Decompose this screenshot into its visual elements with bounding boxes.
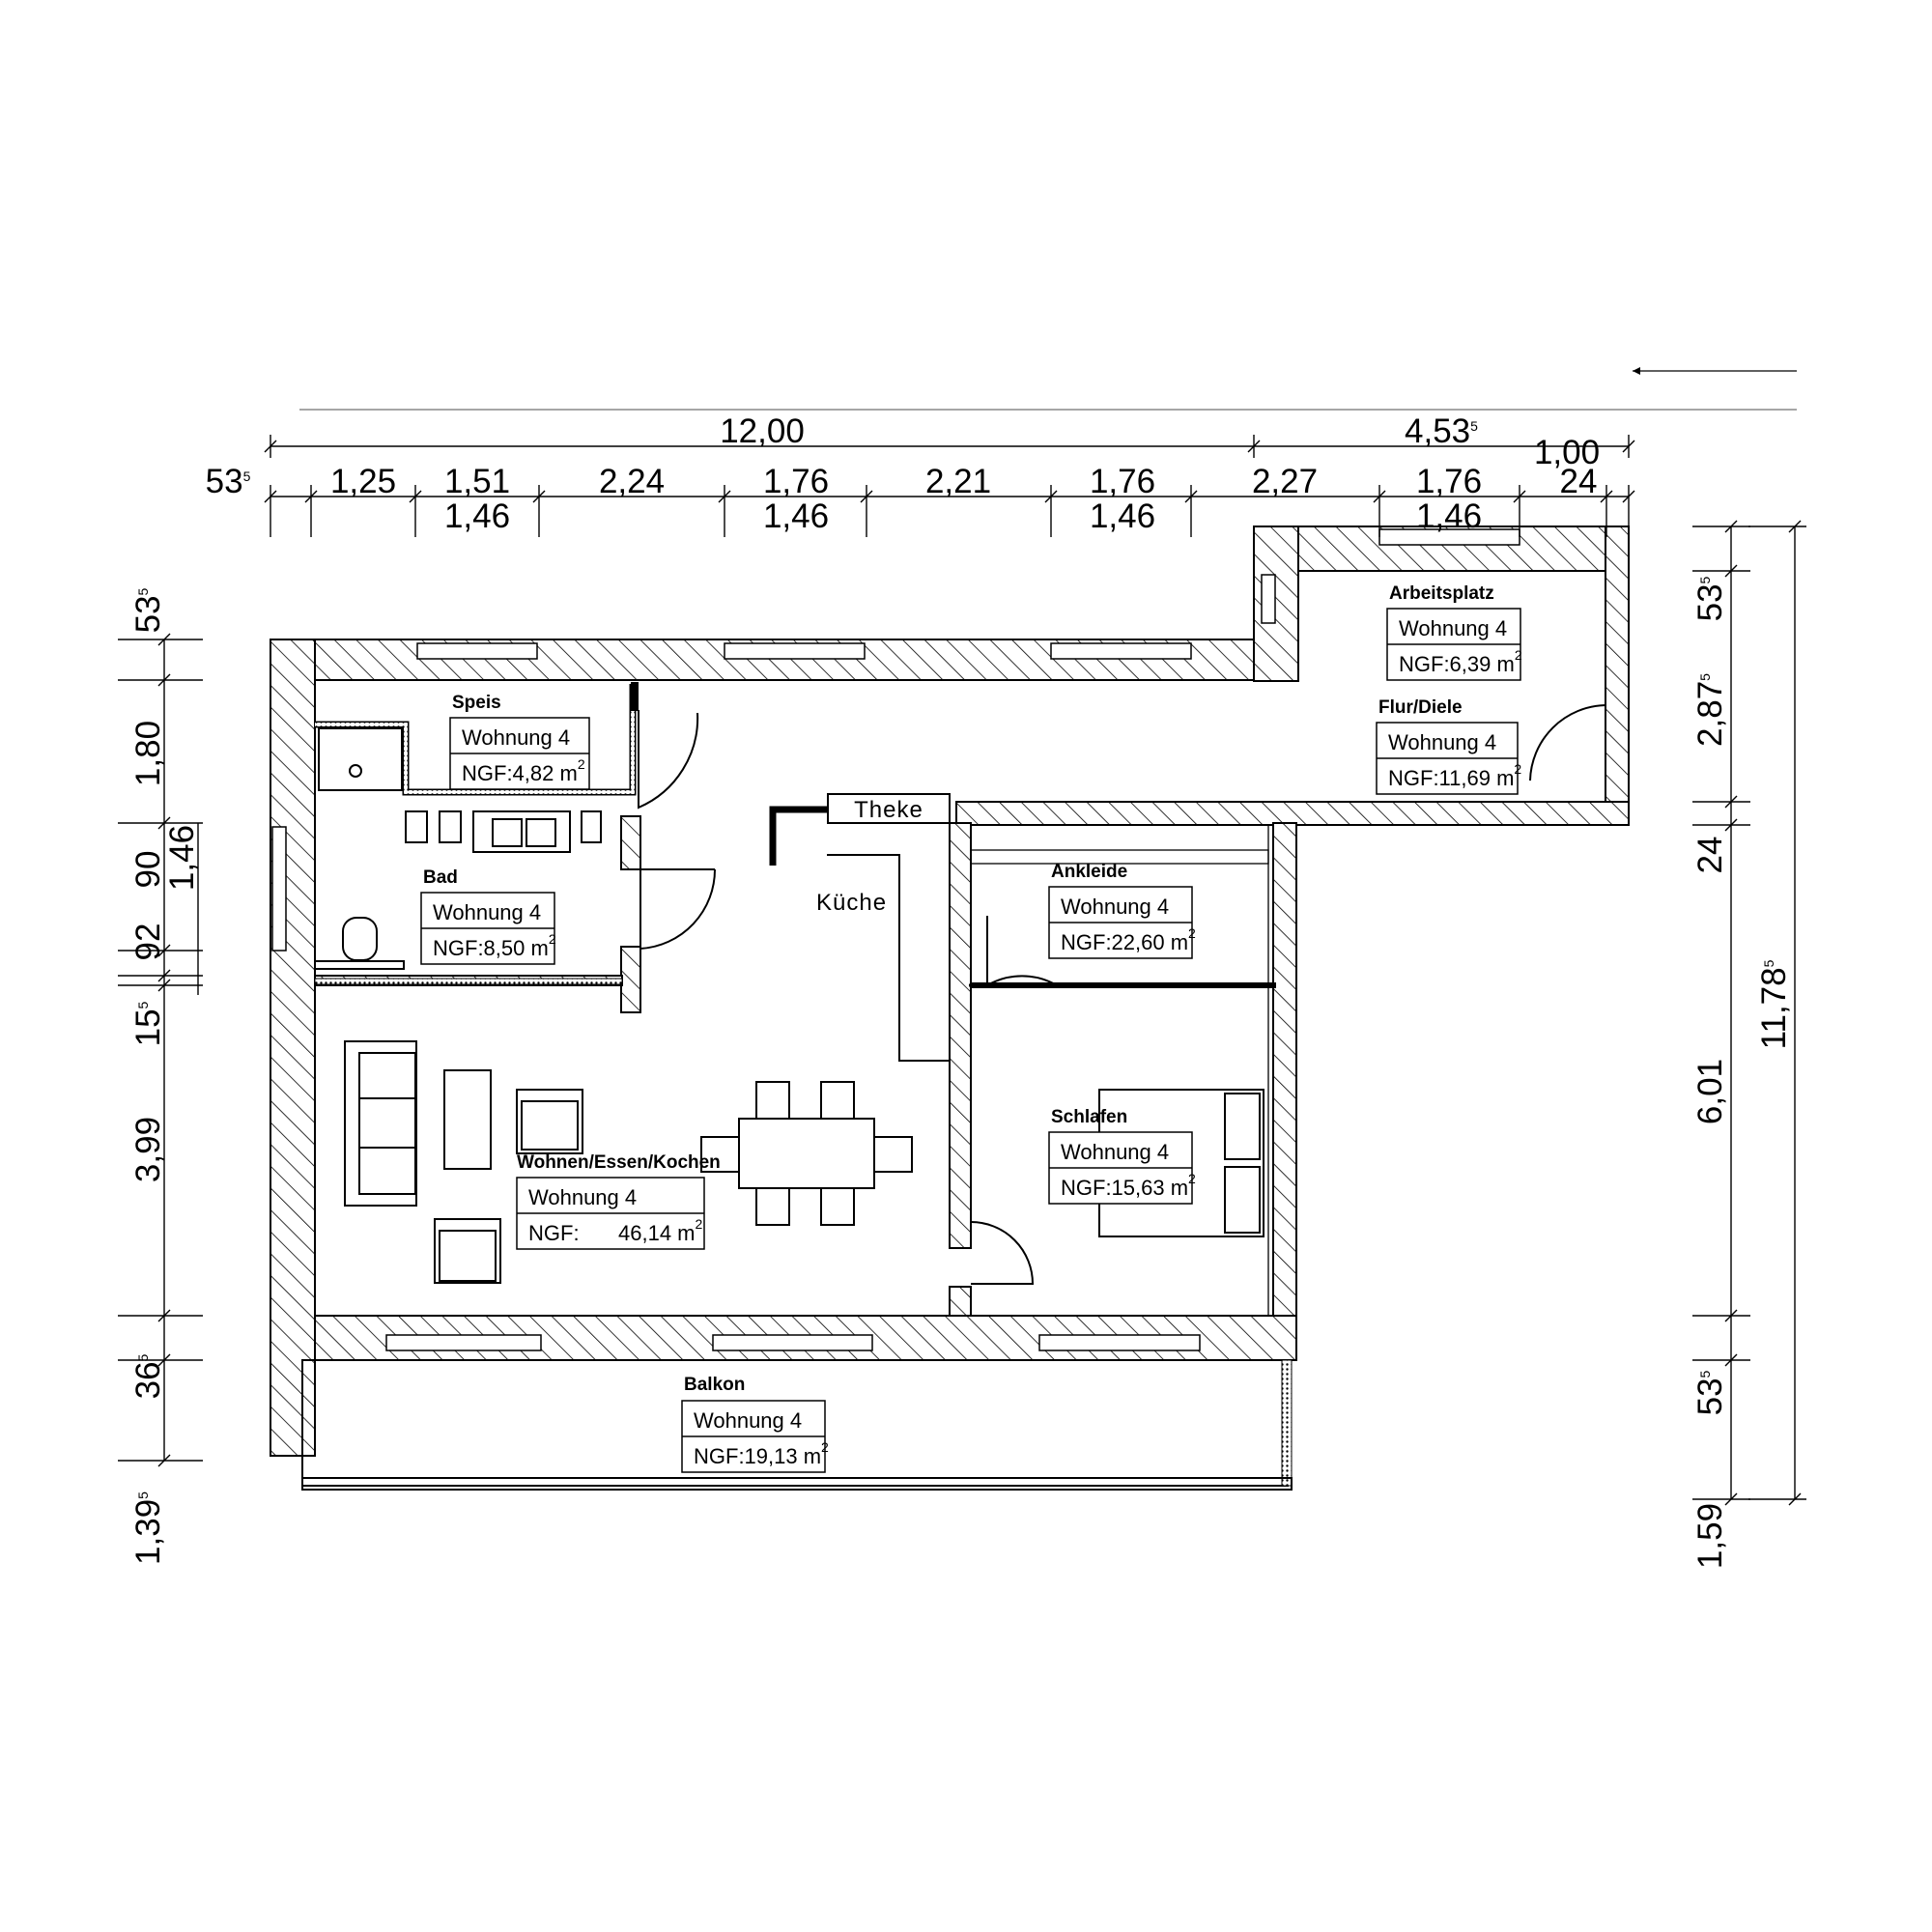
room-unit: Wohnung 4	[1388, 730, 1496, 754]
room-ngf-label: NGF:	[528, 1221, 580, 1245]
theke-label: Theke	[854, 797, 923, 823]
dim-left-segment: 535	[129, 587, 167, 633]
dim-top-segment: 1,76	[763, 463, 829, 500]
room-unit: Wohnung 4	[1061, 895, 1169, 919]
dim-top-opening: 1,46	[763, 497, 829, 535]
room-area: 46,14 m2	[618, 1216, 703, 1245]
room-name: Schlafen	[1051, 1107, 1127, 1127]
dim-top-segment: 24	[1560, 463, 1598, 500]
room-name: Arbeitsplatz	[1389, 583, 1494, 604]
doors	[638, 703, 1606, 1285]
theke-label-group: Theke	[827, 793, 951, 824]
dim-left-segment: 1,395	[129, 1492, 167, 1565]
north-arrow	[1633, 367, 1797, 375]
room-area: NGF:8,50 m2	[433, 931, 556, 960]
dim-left-segment: 3,99	[129, 1117, 167, 1182]
dim-right-overall: 11,785	[1755, 959, 1793, 1049]
kitchen-counter	[827, 854, 950, 1062]
room-name: Ankleide	[1051, 862, 1127, 882]
room-area: NGF:15,63 m2	[1061, 1171, 1196, 1200]
room-area: NGF:19,13 m2	[694, 1439, 829, 1468]
living-furniture	[344, 1040, 583, 1284]
dim-left-segment: 1,80	[129, 721, 167, 786]
room-unit: Wohnung 4	[528, 1185, 637, 1209]
dining-set	[700, 1081, 913, 1226]
room-name: Speis	[452, 693, 501, 713]
kueche-label: Küche	[816, 890, 887, 916]
room-name: Flur/Diele	[1378, 697, 1463, 718]
dim-top-segment: 535	[206, 463, 251, 500]
room-area: NGF:4,82 m2	[462, 756, 585, 785]
dim-top-segment: 1,51	[444, 463, 510, 500]
dim-left-segment: 90	[129, 851, 167, 889]
dim-left-segment: 155	[129, 1001, 167, 1046]
room-unit: Wohnung 4	[1399, 616, 1507, 640]
dim-top-opening: 1,46	[1090, 497, 1155, 535]
dim-right-segment: 2,875	[1691, 673, 1729, 747]
room-name: Wohnen/Essen/Kochen	[517, 1152, 721, 1173]
dim-top-opening: 1,46	[444, 497, 510, 535]
dim-right-segment: 6,01	[1691, 1059, 1729, 1124]
interior-walls	[314, 682, 1276, 1317]
dim-top-segment: 2,27	[1252, 463, 1318, 500]
dim-top-segment: 1,00	[1534, 434, 1600, 471]
dim-right-segment: 24	[1691, 837, 1729, 874]
dim-right-segment: 535	[1691, 1370, 1729, 1415]
dim-right-segment: 1,59	[1691, 1503, 1729, 1569]
room-name: Bad	[423, 867, 458, 888]
dim-top-overall: 12,00	[720, 412, 805, 450]
dim-left-segment: 1,46	[163, 825, 201, 891]
room-unit: Wohnung 4	[433, 900, 541, 924]
dim-top-segment: 1,76	[1090, 463, 1155, 500]
room-unit: Wohnung 4	[462, 725, 570, 750]
room-area: NGF:11,69 m2	[1388, 761, 1521, 790]
dim-top-segment: 1,76	[1416, 463, 1482, 500]
room-area: NGF:6,39 m2	[1399, 647, 1522, 676]
dim-right-segment: 535	[1691, 576, 1729, 621]
room-unit: Wohnung 4	[694, 1408, 802, 1433]
bathroom-fixtures	[314, 727, 602, 970]
room-name: Balkon	[684, 1375, 745, 1395]
room-unit: Wohnung 4	[1061, 1140, 1169, 1164]
dim-top-segment: 1,25	[330, 463, 396, 500]
windows	[271, 528, 1520, 1351]
room-area: NGF:22,60 m2	[1061, 925, 1196, 954]
dim-top-opening: 1,46	[1416, 497, 1482, 535]
dim-top-segment: 2,24	[599, 463, 665, 500]
dim-top-segment: 2,21	[925, 463, 991, 500]
dim-left-segment: 92	[129, 923, 167, 961]
dim-top-overall: 4,535	[1405, 412, 1478, 450]
balcony	[301, 1359, 1293, 1491]
dimension-lines: 12,00 4,535 535 1,25 1,51 2,24 1,76 2,21 1,76 2,2…	[118, 412, 1806, 1569]
